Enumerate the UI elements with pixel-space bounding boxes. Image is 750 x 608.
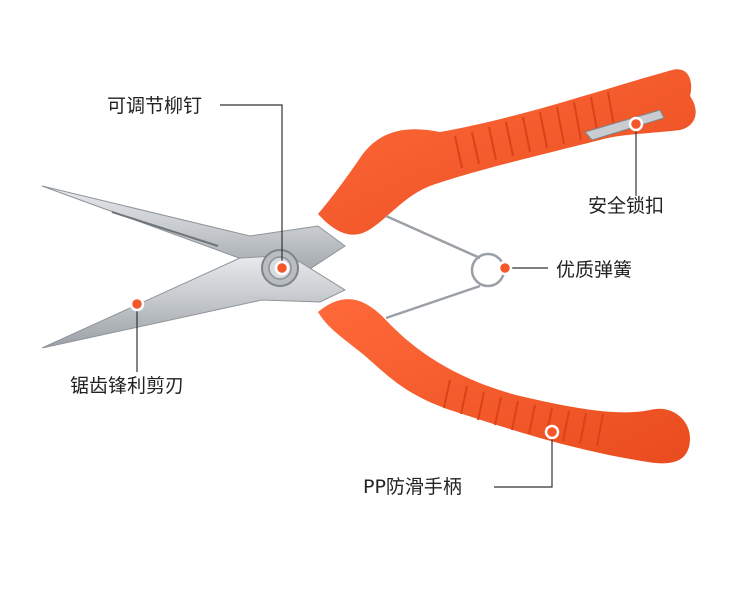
lower-blade bbox=[41, 255, 347, 349]
lower-grip-ribs bbox=[443, 379, 604, 447]
marker-blade bbox=[129, 296, 145, 312]
callout-blade-label: 锯齿锋利剪刃 bbox=[70, 375, 185, 397]
callout-handle-label: PP防滑手柄 bbox=[363, 476, 462, 498]
marker-rivet bbox=[274, 260, 290, 276]
marker-lock bbox=[628, 116, 644, 132]
upper-grip-ribs bbox=[454, 91, 616, 169]
upper-handle bbox=[318, 69, 696, 235]
marker-handle bbox=[544, 424, 560, 440]
callout-spring-label: 优质弹簧 bbox=[556, 259, 633, 281]
leader-lines bbox=[136, 104, 637, 488]
callout-rivet-label: 可调节柳钉 bbox=[107, 95, 203, 117]
blade-groove bbox=[111, 211, 219, 247]
callout-lock-label: 安全锁扣 bbox=[588, 195, 665, 217]
lower-handle bbox=[318, 299, 690, 464]
marker-spring bbox=[497, 260, 513, 276]
callout-markers bbox=[129, 116, 644, 440]
spring bbox=[385, 214, 506, 320]
